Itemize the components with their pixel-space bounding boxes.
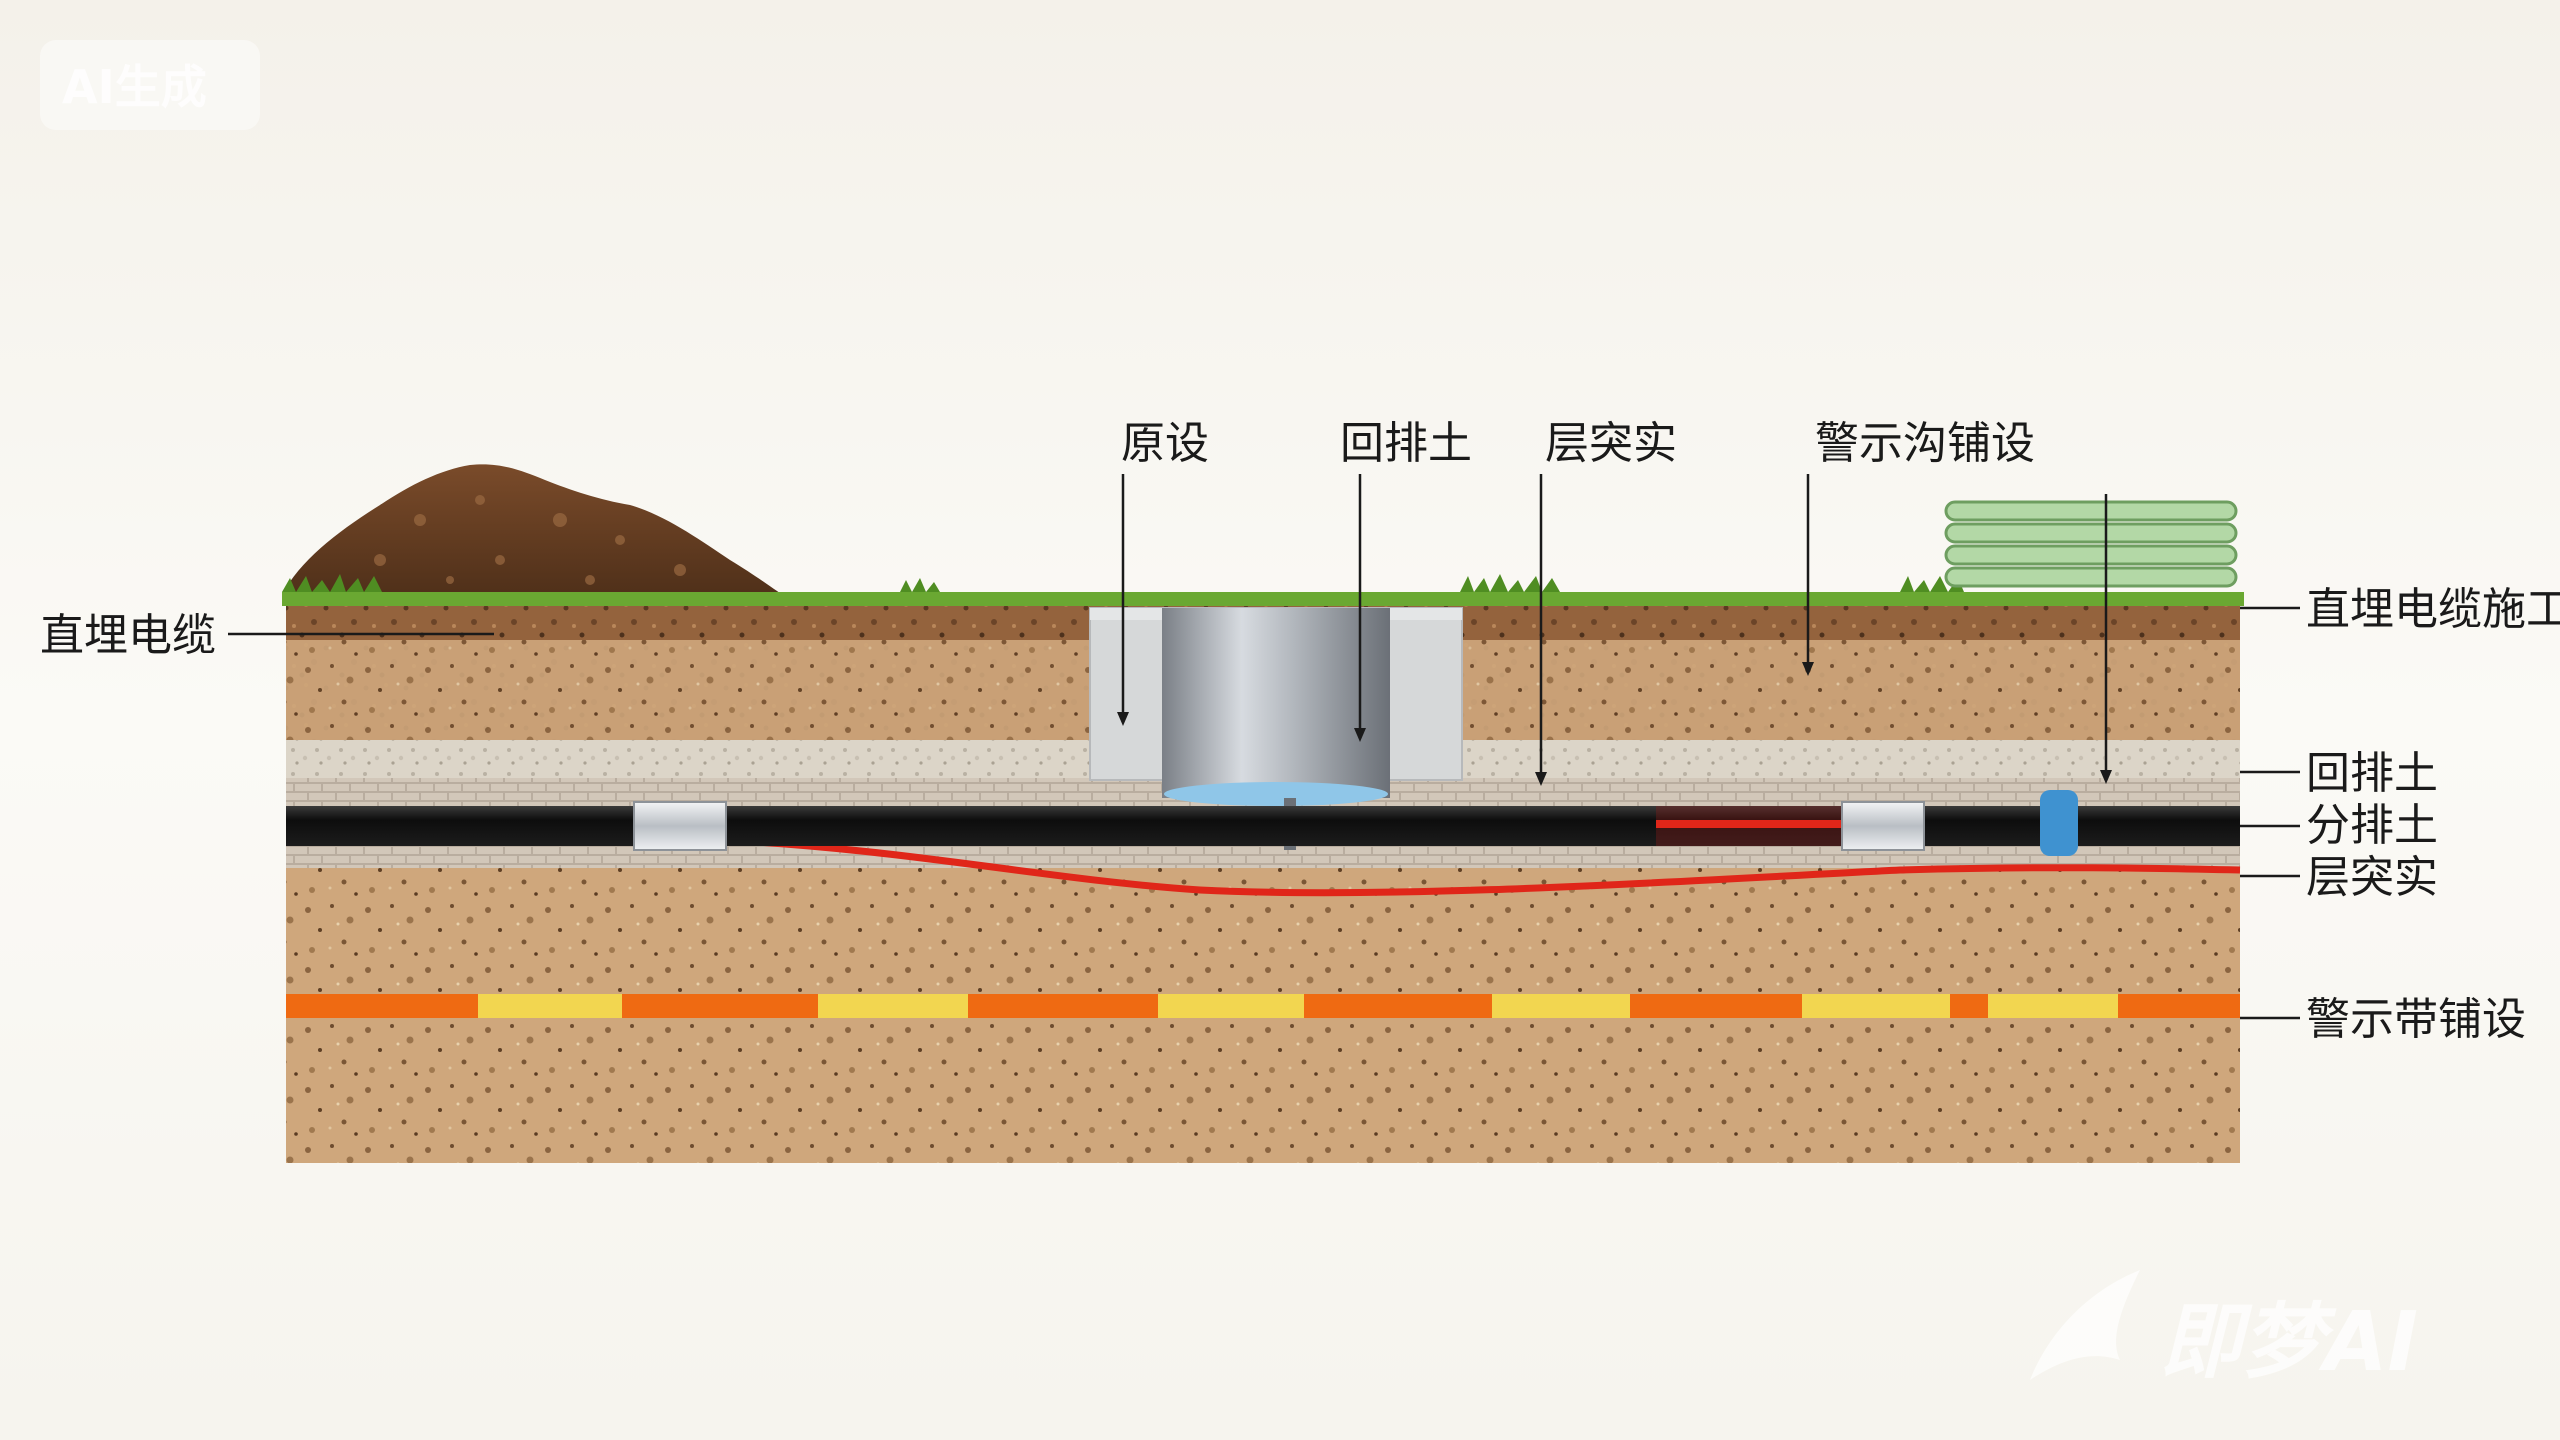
label-cengtushi-right: 层突实 <box>2306 852 2438 903</box>
label-cengtushi-top: 层突实 <box>1545 418 1677 469</box>
label-huipaitu-top: 回排土 <box>1340 418 1472 469</box>
label-jingshigou: 警示沟铺设 <box>1815 418 2035 469</box>
leader-lines <box>228 474 2300 1020</box>
green-pipe-bundle-icon <box>1944 500 2238 588</box>
leader-arrowheads <box>1117 662 2112 786</box>
soil-mound-texture <box>374 495 686 585</box>
grass-strip <box>282 574 2244 606</box>
label-fenpaitu: 分排土 <box>2306 800 2438 851</box>
soil-mound-icon <box>282 464 790 600</box>
label-construction: 直埋电缆施工 <box>2306 584 2560 635</box>
direct-buried-cable <box>286 801 2240 851</box>
brand-watermark: 即梦AI <box>2030 1270 2418 1390</box>
ai-badge-text: AI生成 <box>62 60 207 114</box>
label-warning-tape: 警示带铺设 <box>2306 994 2526 1045</box>
label-direct-buried-cable: 直埋电缆 <box>40 610 216 661</box>
brand-logo-icon <box>2030 1270 2140 1380</box>
concrete-well-icon <box>1089 607 1463 850</box>
brand-watermark-text: 即梦AI <box>2160 1295 2418 1390</box>
label-huipaitu-right: 回排土 <box>2306 748 2438 799</box>
red-signal-wire <box>719 836 2241 897</box>
ai-generated-badge: AI生成 <box>40 40 260 130</box>
warning-tape <box>286 994 2240 1018</box>
label-yuanshe: 原设 <box>1121 418 1209 469</box>
cable-clamp <box>2040 790 2078 856</box>
